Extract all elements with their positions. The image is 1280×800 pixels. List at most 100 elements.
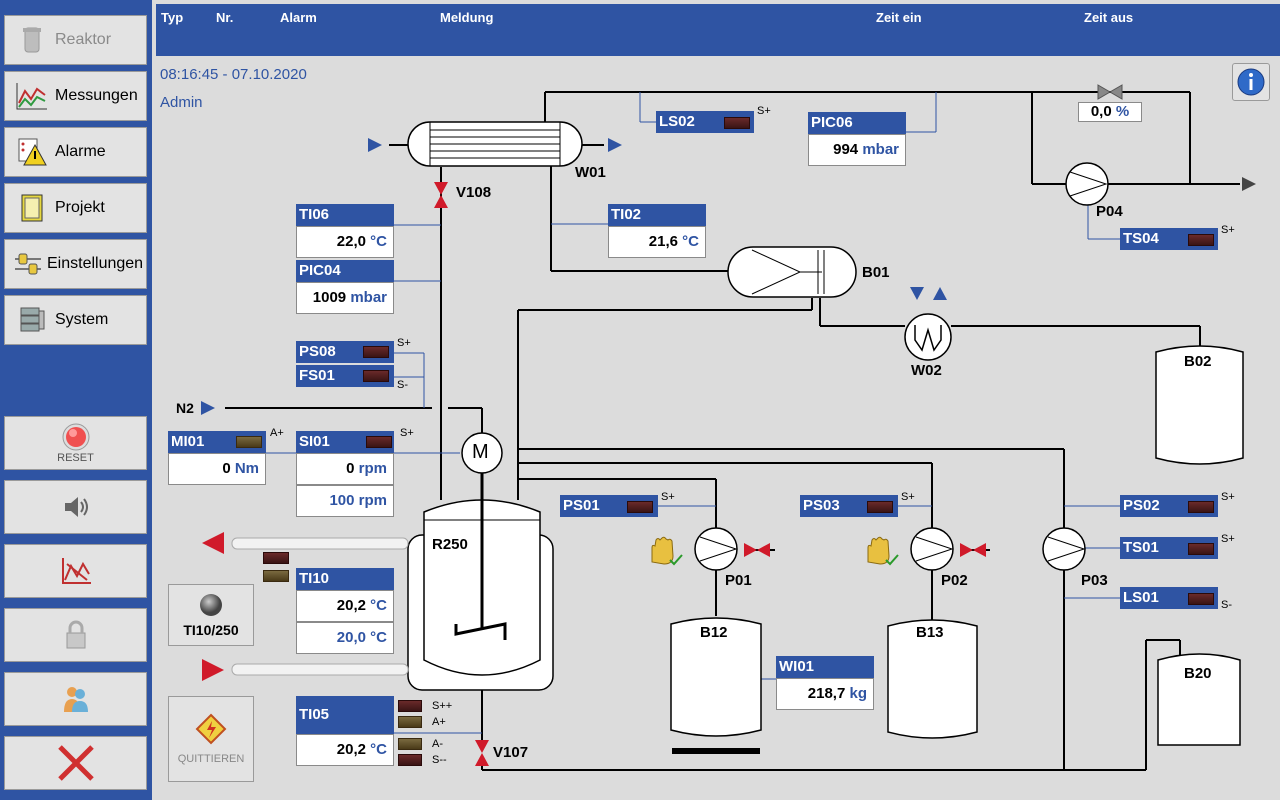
acknowledge-diamond-icon (195, 713, 227, 745)
tag-wi01[interactable]: WI01 (776, 656, 874, 678)
limit-label: S+ (901, 491, 915, 503)
wi01-value[interactable]: 218,7 kg (776, 678, 874, 710)
sound-button[interactable] (4, 480, 147, 534)
ti10-value[interactable]: 20,2 °C (296, 590, 394, 622)
valve-p01[interactable] (744, 543, 770, 557)
status-led (1188, 543, 1214, 555)
tank-b02[interactable] (1155, 345, 1244, 465)
nav-reaktor-button[interactable]: Reaktor (4, 15, 147, 65)
alarm-table-header[interactable]: Typ Nr. Alarm Meldung Zeit ein Zeit aus (156, 4, 1280, 56)
value: 20,2 (336, 741, 366, 758)
trend-button[interactable] (4, 544, 147, 598)
tag-name: TI10 (299, 570, 330, 587)
ti06-value[interactable]: 22,0 °C (296, 226, 394, 258)
label-p03: P03 (1081, 572, 1108, 589)
tag-ls02[interactable]: LS02 (656, 111, 754, 133)
col-zeit-aus: Zeit aus (1084, 10, 1134, 25)
ti02-value[interactable]: 21,6 °C (608, 226, 706, 258)
nav-einstellungen-button[interactable]: Einstellungen (4, 239, 147, 289)
pic04-value[interactable]: 1009 mbar (296, 282, 394, 314)
ti10-250-button[interactable]: TI10/250 (168, 584, 254, 646)
mi01-value[interactable]: 0 Nm (168, 453, 266, 485)
si01-setpoint[interactable]: 100 rpm (296, 485, 394, 517)
tag-name: PS08 (299, 343, 336, 360)
ti05-value[interactable]: 20,2 °C (296, 734, 394, 766)
pump-p02[interactable] (910, 527, 954, 571)
nav-alarme-button[interactable]: Alarme (4, 127, 147, 177)
tag-name: TI02 (611, 206, 642, 223)
tag-name: LS01 (1123, 589, 1159, 606)
unit: °C (370, 597, 387, 614)
status-led (1188, 501, 1214, 513)
tank-b13[interactable] (887, 619, 978, 739)
valve-control[interactable] (1097, 84, 1123, 100)
nav-projekt-button[interactable]: Projekt (4, 183, 147, 233)
info-button[interactable] (1232, 63, 1270, 101)
chart-icon (15, 79, 49, 113)
tag-ti02[interactable]: TI02 (608, 204, 706, 226)
tag-name: PIC04 (299, 262, 341, 279)
tag-pic06[interactable]: PIC06 (808, 112, 906, 134)
si01-value[interactable]: 0 rpm (296, 453, 394, 485)
status-led (724, 117, 750, 129)
ti10-setpoint[interactable]: 20,0 °C (296, 622, 394, 654)
status-led (627, 501, 653, 513)
quittieren-button[interactable]: QUITTIEREN (168, 696, 254, 782)
valve-pct-value: 0,0 (1090, 103, 1112, 120)
separator-b01[interactable] (727, 246, 857, 298)
tag-ti05[interactable]: TI05 (296, 696, 394, 734)
lock-button[interactable] (4, 608, 147, 662)
limit-label: S+ (1221, 533, 1235, 545)
jacket-in-led (263, 570, 289, 582)
tag-ti06[interactable]: TI06 (296, 204, 394, 226)
info-icon (1237, 68, 1265, 96)
reset-button[interactable]: RESET (4, 416, 147, 470)
status-led (1188, 593, 1214, 605)
jacket-out-led (263, 552, 289, 564)
jacket-in-arrow-icon (202, 659, 224, 681)
limit-led-ah (398, 716, 422, 728)
valve-v107[interactable] (475, 740, 489, 766)
project-book-icon (15, 191, 49, 225)
settings-sliders-icon (11, 247, 45, 281)
ti10-250-label: TI10/250 (183, 622, 239, 638)
nav-system-button[interactable]: System (4, 295, 147, 345)
valve-position-display[interactable]: 0,0 % (1078, 102, 1142, 122)
tag-name: PS03 (803, 497, 840, 514)
tag-ti10[interactable]: TI10 (296, 568, 394, 590)
tank-b20[interactable] (1157, 653, 1241, 746)
tag-name: TS04 (1123, 230, 1159, 247)
manual-hand-icon[interactable] (651, 536, 683, 566)
pump-p04[interactable] (1065, 162, 1109, 206)
sidebar: Reaktor Messungen Alarme Projekt Einstel… (0, 0, 152, 800)
jacket-inlet-line (231, 663, 409, 676)
reactor-r250[interactable] (407, 470, 554, 691)
manual-hand-icon[interactable] (867, 536, 899, 566)
label-n2: N2 (176, 400, 194, 416)
users-button[interactable] (4, 672, 147, 726)
tag-name: PS01 (563, 497, 600, 514)
status-led (363, 346, 389, 358)
tag-name: SI01 (299, 433, 330, 450)
tank-b12[interactable] (670, 617, 762, 737)
valve-p02[interactable] (960, 543, 986, 557)
tag-name: PS02 (1123, 497, 1160, 514)
valve-v108[interactable] (434, 182, 448, 208)
limit-label: S+ (757, 105, 771, 117)
heat-exchanger-w01[interactable] (407, 121, 583, 167)
close-button[interactable] (4, 736, 147, 790)
label-b13: B13 (916, 624, 944, 641)
unit: Nm (234, 460, 259, 477)
limit-led-shh (398, 700, 422, 712)
motor-m[interactable] (461, 432, 503, 474)
pump-p01[interactable] (694, 527, 738, 571)
pump-p03[interactable] (1042, 527, 1086, 571)
pic06-value[interactable]: 994 mbar (808, 134, 906, 166)
label-v107: V107 (493, 744, 529, 761)
nav-messungen-button[interactable]: Messungen (4, 71, 147, 121)
heat-exchanger-w02[interactable] (904, 313, 952, 361)
label-b12: B12 (700, 624, 728, 641)
reset-label: RESET (57, 452, 94, 464)
limit-label: S- (1221, 599, 1232, 611)
tag-pic04[interactable]: PIC04 (296, 260, 394, 282)
